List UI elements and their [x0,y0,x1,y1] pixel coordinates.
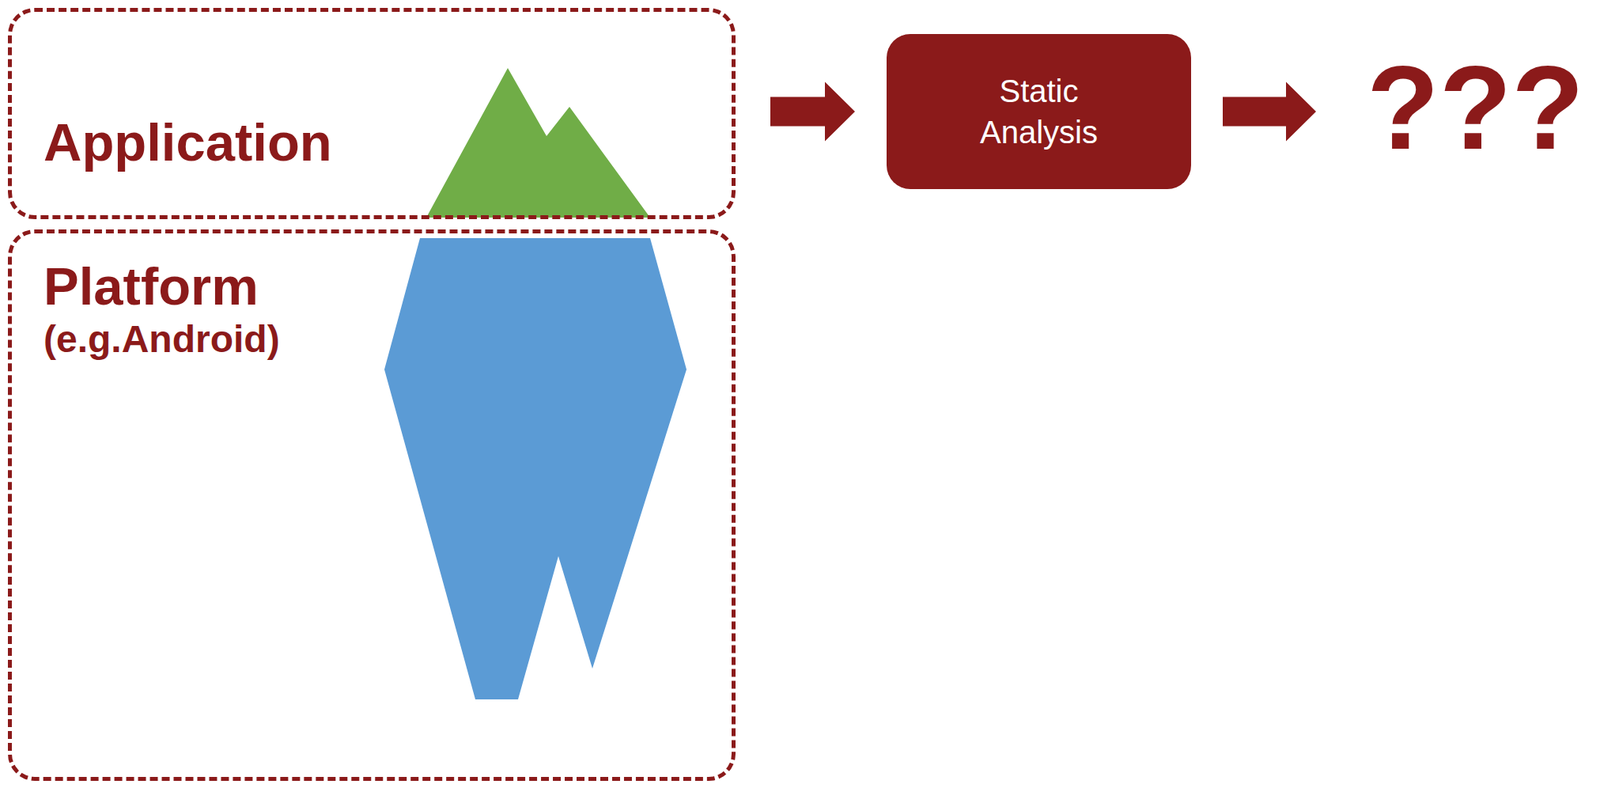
node-label: Application [43,113,732,172]
block-arrow [1222,82,1317,142]
iceberg-tip [426,68,651,218]
process-box: Static Analysis [886,34,1192,190]
node-label: Platform [43,255,732,317]
platform-region: Platform(e.g.Android) [7,229,736,781]
block-arrow [770,82,855,142]
node-label: Static Analysis [952,70,1127,153]
node-label: ??? [1366,39,1585,177]
unknown-result: ??? [1366,39,1585,177]
node-sublabel: (e.g.Android) [43,316,732,363]
application-region: Application [7,7,736,220]
iceberg-body [384,238,687,700]
